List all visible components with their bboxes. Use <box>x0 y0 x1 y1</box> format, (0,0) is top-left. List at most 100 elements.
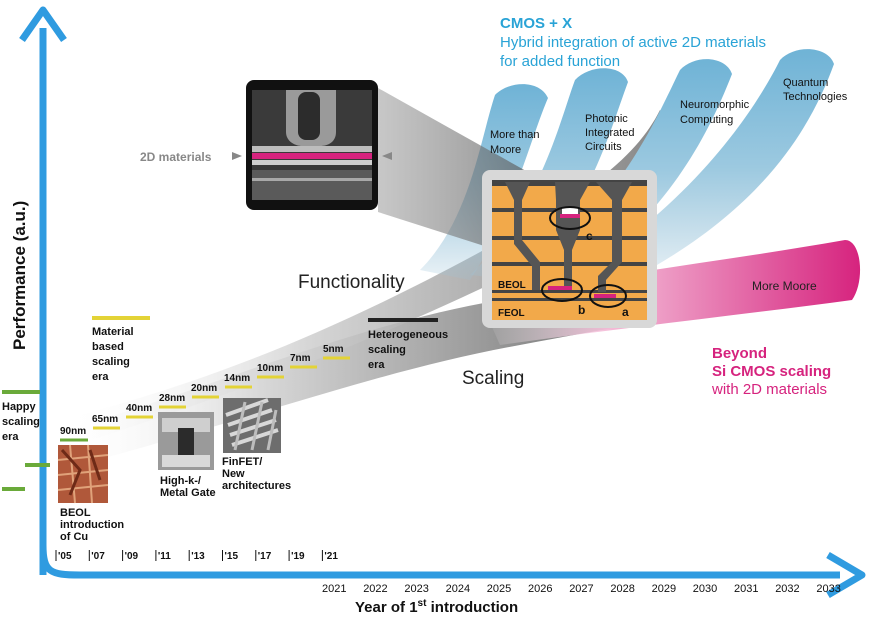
beol-thumbnail <box>57 444 109 504</box>
year-short-0: '05 <box>58 551 72 562</box>
2d-materials-label: 2D materials <box>140 150 212 164</box>
node-40nm: 40nm <box>126 403 153 419</box>
svg-text:90nm: 90nm <box>60 426 86 437</box>
year-long-2028: 2028 <box>610 583 634 595</box>
svg-text:architectures: architectures <box>222 480 291 492</box>
svg-text:BEOL: BEOL <box>60 507 91 519</box>
svg-text:Photonic: Photonic <box>585 113 628 125</box>
svg-text:65nm: 65nm <box>92 414 118 425</box>
x-axis-arrowhead <box>826 551 866 599</box>
svg-text:New: New <box>222 468 245 480</box>
year-short-6: '17 <box>258 551 272 562</box>
svg-text:based: based <box>92 341 124 353</box>
year-short-1: '07 <box>91 551 105 562</box>
node-20nm: 20nm <box>191 383 219 399</box>
year-short-7: '19 <box>291 551 305 562</box>
year-long-2029: 2029 <box>652 583 676 595</box>
svg-text:era: era <box>2 431 19 443</box>
svg-text:Integrated: Integrated <box>585 127 635 139</box>
svg-text:Moore: Moore <box>490 144 521 156</box>
y-axis-arrowhead <box>19 6 67 43</box>
node-5nm: 5nm <box>323 344 350 360</box>
svg-text:More than: More than <box>490 129 540 141</box>
year-long-2025: 2025 <box>487 583 511 595</box>
svg-text:40nm: 40nm <box>126 403 152 414</box>
year-short-2: '09 <box>125 551 139 562</box>
high-k-caption: High-k-/ Metal Gate <box>160 475 216 499</box>
scaling-label: Scaling <box>462 368 524 389</box>
high-k-thumbnail <box>158 412 214 470</box>
x-axis <box>39 544 840 579</box>
beyond-line-3: with 2D materials <box>711 381 827 398</box>
svg-text:scaling: scaling <box>2 416 40 428</box>
year-long-2033: 2033 <box>816 583 840 595</box>
svg-text:20nm: 20nm <box>191 383 217 394</box>
svg-text:Happy: Happy <box>2 401 37 413</box>
chip-label-b: b <box>578 303 585 317</box>
y-axis-label: Performance (a.u.) <box>10 201 29 350</box>
finfet-thumbnail <box>223 398 281 453</box>
era-material: Material based scaling era <box>92 316 150 383</box>
node-14nm: 14nm <box>224 373 252 389</box>
cmos-x-title: CMOS + X <box>500 15 572 32</box>
2d-materials-pointer-right <box>382 152 392 160</box>
node-65nm: 65nm <box>92 414 120 430</box>
year-long-2022: 2022 <box>363 583 387 595</box>
svg-text:Material: Material <box>92 326 134 338</box>
branch-label-quantum: Quantum Technologies <box>783 77 848 103</box>
cmos-x-subtitle-1: Hybrid integration of active 2D material… <box>500 34 766 51</box>
svg-text:Technologies: Technologies <box>783 91 848 103</box>
beyond-line-2: Si CMOS scaling <box>712 363 831 380</box>
svg-text:14nm: 14nm <box>224 373 250 384</box>
node-10nm: 10nm <box>257 363 284 379</box>
svg-text:era: era <box>92 371 109 383</box>
chip-label-a: a <box>622 305 629 319</box>
svg-text:7nm: 7nm <box>290 353 311 364</box>
svg-text:High-k-/: High-k-/ <box>160 475 201 487</box>
svg-text:Computing: Computing <box>680 114 733 126</box>
year-long-2023: 2023 <box>404 583 428 595</box>
functionality-label: Functionality <box>298 272 405 293</box>
branch-label-neuromorphic: Neuromorphic Computing <box>680 99 750 126</box>
functionality-band <box>60 110 680 450</box>
era-heterogeneous: Heterogeneous scaling era <box>368 318 448 371</box>
svg-text:10nm: 10nm <box>257 363 283 374</box>
svg-text:FinFET/: FinFET/ <box>222 456 262 468</box>
finfet-caption: FinFET/ New architectures <box>222 456 291 492</box>
svg-text:of Cu: of Cu <box>60 531 88 543</box>
era-happy: Happy scaling era <box>2 390 50 491</box>
svg-text:Circuits: Circuits <box>585 141 622 153</box>
svg-text:scaling: scaling <box>92 356 130 368</box>
svg-text:era: era <box>368 359 385 371</box>
node-7nm: 7nm <box>290 353 317 369</box>
year-long-2021: 2021 <box>322 583 346 595</box>
year-short-8: '21 <box>324 551 338 562</box>
year-long-2031: 2031 <box>734 583 758 595</box>
x-axis-label: Year of 1st introduction <box>355 598 518 616</box>
beol-thumbnail-caption: BEOL introduction of Cu <box>60 507 124 543</box>
svg-text:Quantum: Quantum <box>783 77 828 89</box>
node-90nm: 90nm <box>60 426 88 442</box>
year-long-2032: 2032 <box>775 583 799 595</box>
year-short-3: '11 <box>158 551 171 562</box>
cmos-x-subtitle-2: for added function <box>500 53 620 70</box>
svg-text:Heterogeneous: Heterogeneous <box>368 329 448 341</box>
chip-label-beol: BEOL <box>498 280 526 291</box>
branch-label-photonic: Photonic Integrated Circuits <box>585 113 635 153</box>
chip-label-c: c <box>586 229 593 243</box>
years-short: '05'07'09'11'13'15'17'19'21 <box>55 550 338 562</box>
chip-inset <box>482 170 657 328</box>
branch-label-more-than-moore: More than Moore <box>490 129 540 156</box>
svg-text:introduction: introduction <box>60 519 124 531</box>
svg-text:5nm: 5nm <box>323 344 344 355</box>
year-long-2026: 2026 <box>528 583 552 595</box>
2d-materials-pointer-left <box>232 152 242 160</box>
year-short-5: '15 <box>225 551 239 562</box>
more-moore-label: More Moore <box>752 279 817 293</box>
svg-text:Neuromorphic: Neuromorphic <box>680 99 750 111</box>
year-long-2024: 2024 <box>446 583 470 595</box>
beyond-line-1: Beyond <box>712 345 767 362</box>
